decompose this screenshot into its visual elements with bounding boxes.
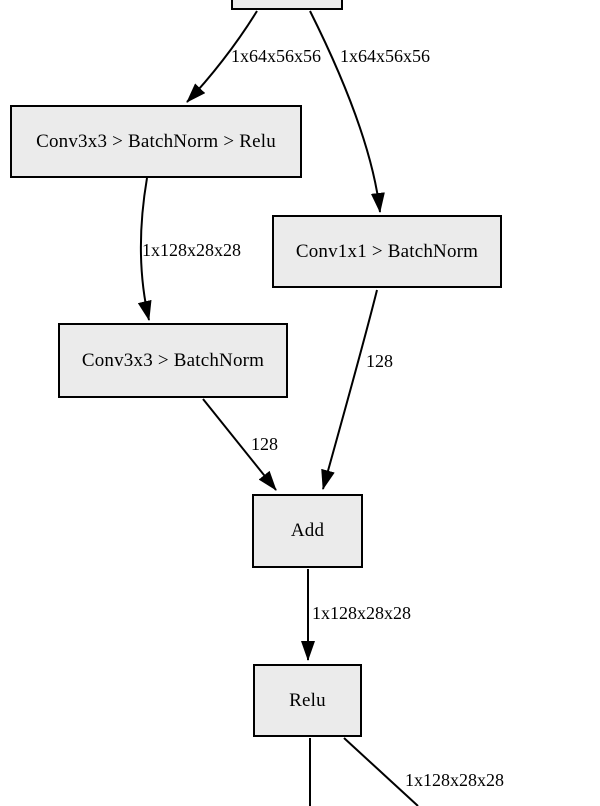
edge-input-to-conv3x3-bn-relu xyxy=(186,10,258,103)
node-add: Add xyxy=(252,494,363,568)
node-input xyxy=(231,0,343,10)
edge-label-add-to-relu: 1x128x28x28 xyxy=(312,603,411,623)
edge-conv3x3-bn-relu-to-conv3x3-bn xyxy=(137,177,152,321)
node-conv3x3-batchnorm-relu: Conv3x3 > BatchNorm > Relu xyxy=(10,105,302,178)
edge-label-conv3x3-bn-to-add: 128 xyxy=(251,434,278,454)
edge-conv3x3-bn-to-add xyxy=(202,398,277,491)
edge-conv1x1-bn-to-add xyxy=(321,289,378,490)
edge-label-input-to-conv1x1-bn: 1x64x56x56 xyxy=(340,46,430,66)
node-conv1x1-batchnorm: Conv1x1 > BatchNorm xyxy=(272,215,502,288)
edge-label-conv1x1-bn-to-add: 128 xyxy=(366,351,393,371)
node-relu: Relu xyxy=(253,664,362,737)
edge-label-conv3x3-bn-relu-to-conv3x3-bn: 1x128x28x28 xyxy=(142,240,241,260)
node-add-label: Add xyxy=(290,520,325,541)
node-conv3x3-batchnorm-relu-label: Conv3x3 > BatchNorm > Relu xyxy=(36,130,276,152)
node-conv3x3-batchnorm: Conv3x3 > BatchNorm xyxy=(58,323,288,398)
edge-input-to-conv1x1-bn xyxy=(309,10,385,213)
node-relu-label: Relu xyxy=(289,689,326,711)
node-conv3x3-batchnorm-label: Conv3x3 > BatchNorm xyxy=(81,349,265,371)
edge-label-relu-output-right: 1x128x28x28 xyxy=(405,770,504,790)
node-conv1x1-batchnorm-label: Conv1x1 > BatchNorm xyxy=(295,240,479,262)
edge-label-input-to-conv3x3-bn-relu: 1x64x56x56 xyxy=(231,46,321,66)
edge-relu-output-right xyxy=(343,737,419,806)
